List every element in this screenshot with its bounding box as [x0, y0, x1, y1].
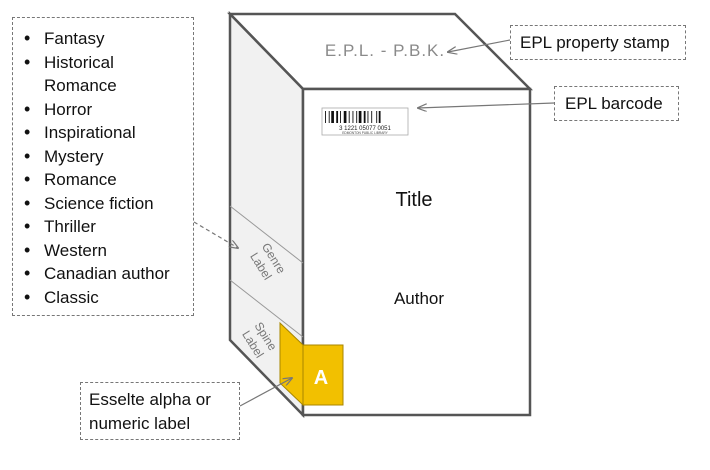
barcode-arrow: [418, 102, 555, 108]
barcode-bar: [376, 111, 378, 123]
barcode-caption: EDMONTON PUBLIC LIBRARY: [342, 131, 388, 135]
barcode-bar: [358, 111, 362, 123]
genre-label-bottom-edge: [229, 279, 304, 338]
barcode-bar: [363, 111, 366, 123]
genre-list-item: Classic: [24, 286, 187, 310]
genre-label-top-edge: [229, 205, 304, 264]
barcode-bars: [325, 111, 381, 123]
barcode-bar: [356, 111, 358, 123]
barcode-callout: EPL barcode: [554, 86, 679, 121]
stamp-arrow: [448, 39, 511, 52]
genre-list-item: Science fiction: [24, 192, 187, 216]
genre-list-item: Mystery: [24, 145, 187, 169]
barcode-bar: [343, 111, 347, 123]
esselte-label-callout: Esselte alpha or numeric label: [80, 382, 240, 440]
genre-list: FantasyHistorical RomanceHorrorInspirati…: [24, 27, 187, 309]
property-stamp-callout: EPL property stamp: [510, 25, 686, 60]
barcode-number: 3 1221 05077 0051: [339, 126, 391, 132]
barcode-sticker: 3 1221 05077 0051 EDMONTON PUBLIC LIBRAR…: [321, 107, 409, 136]
genre-arrow: [193, 221, 238, 248]
barcode-bar: [367, 111, 369, 123]
barcode-bar: [340, 111, 341, 123]
genre-list-item: Western: [24, 239, 187, 263]
esselte-arrow: [239, 378, 292, 407]
alpha-label-letter: A: [314, 367, 328, 389]
book-author-text: Author: [394, 289, 444, 308]
barcode-bar: [378, 111, 381, 123]
genre-list-item: Fantasy: [24, 27, 187, 51]
genre-list-item: Historical Romance: [24, 51, 187, 98]
alpha-label: [302, 344, 344, 406]
barcode-bar: [336, 111, 339, 123]
barcode-bar: [371, 111, 373, 123]
genre-list-item: Romance: [24, 168, 187, 192]
genre-list-item: Inspirational: [24, 121, 187, 145]
book-title-text: Title: [395, 189, 432, 211]
genre-list-item: Horror: [24, 98, 187, 122]
genre-list-box: FantasyHistorical RomanceHorrorInspirati…: [12, 17, 194, 316]
genre-list-item: Canadian author: [24, 262, 187, 286]
barcode-bar: [331, 111, 334, 123]
genre-list-item: Thriller: [24, 215, 187, 239]
esselte-callout-text: Esselte alpha or numeric label: [89, 390, 211, 433]
barcode-bar: [325, 111, 326, 123]
barcode-bar: [328, 111, 330, 123]
barcode-callout-text: EPL barcode: [565, 94, 663, 113]
property-stamp-text: E.P.L. - P.B.K.: [325, 41, 445, 60]
barcode-bar: [352, 111, 354, 123]
property-stamp-callout-text: EPL property stamp: [520, 33, 670, 52]
barcode-bar: [348, 111, 350, 123]
